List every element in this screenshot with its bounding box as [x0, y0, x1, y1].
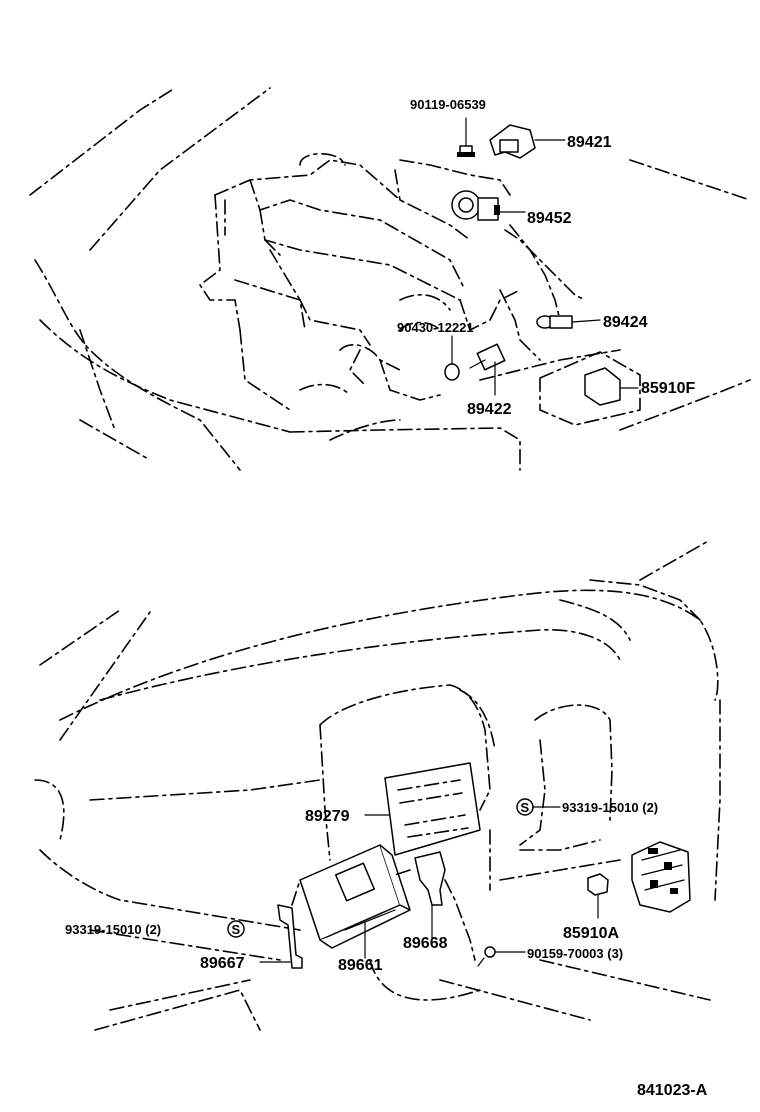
label-85910A: 85910A	[563, 925, 619, 942]
sensor-89422	[469, 343, 506, 396]
washer-90430	[444, 335, 460, 381]
label-90159-70003: 90159-70003 (3)	[527, 946, 623, 961]
center-console	[319, 684, 613, 891]
svg-text:S: S	[521, 800, 530, 815]
label-93319-15010-right: 93319-15010 (2)	[562, 800, 658, 815]
engine-bay-outline	[29, 87, 751, 471]
sensor-89452	[451, 190, 526, 221]
label-89279: 89279	[305, 808, 350, 825]
label-90119-06539: 90119-06539	[410, 97, 486, 112]
diagram-id: 841023-A	[637, 1082, 708, 1099]
panel-89279	[364, 762, 481, 856]
junction-block	[631, 841, 691, 913]
label-89668: 89668	[403, 935, 448, 952]
label-89424: 89424	[603, 314, 648, 331]
label-90430-12221: 90430-12221	[397, 320, 474, 335]
svg-text:S: S	[232, 922, 241, 937]
label-93319-15010-left: 93319-15010 (2)	[65, 922, 161, 937]
s-symbol-right: S	[516, 798, 561, 816]
relay-85910A	[587, 873, 609, 919]
sensor-89424	[536, 315, 601, 329]
label-89422: 89422	[467, 401, 512, 418]
sensor-89421	[489, 124, 566, 159]
label-89421: 89421	[567, 134, 612, 151]
label-89667: 89667	[200, 955, 245, 972]
screw-90159	[477, 946, 526, 967]
label-89452: 89452	[527, 210, 572, 227]
ecu-89661	[299, 844, 411, 959]
engine-block	[199, 153, 586, 411]
label-89661: 89661	[338, 957, 383, 974]
bolt-90119	[457, 117, 475, 157]
bracket-89667	[259, 879, 303, 969]
label-85910F: 85910F	[641, 380, 695, 397]
relay-85910F	[539, 351, 641, 426]
bracket-89668	[394, 851, 476, 961]
dashboard-outline	[34, 539, 721, 1031]
s-symbol-left: S	[227, 920, 245, 938]
